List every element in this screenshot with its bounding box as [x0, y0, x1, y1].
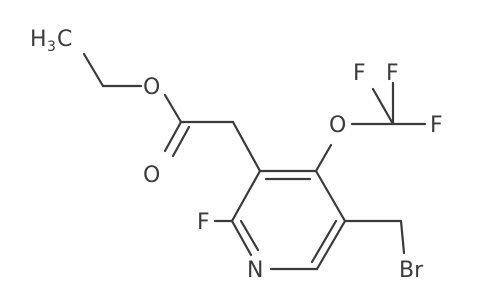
- bond-layer: [82, 52, 427, 271]
- bond-carbonyl-double-a: [163, 120, 183, 153]
- bond-ch2-br: [399, 219, 406, 255]
- atom-ring-fluorine: F: [197, 210, 210, 235]
- bond-carbonyl-double-b: [171, 125, 191, 158]
- atom-carbonyl-oxygen: O: [143, 163, 160, 188]
- bond-c4-c5: [314, 169, 347, 223]
- atom-methyl-subscript: 3: [47, 39, 56, 55]
- bond-c5-c6-inner: [310, 219, 338, 264]
- atom-bromine: Br: [399, 258, 424, 283]
- atom-ester-oxygen: O: [143, 75, 160, 100]
- bond-c4-o: [314, 143, 333, 173]
- atom-ring-nitrogen: N: [247, 258, 263, 283]
- bond-n-c2-inner: [239, 219, 260, 252]
- atom-fluorine-left: F: [353, 61, 366, 86]
- bond-c5-c6: [315, 219, 347, 271]
- atom-fluorine-top: F: [386, 61, 399, 86]
- label-layer: H 3 C O O O F F F F N Br: [30, 27, 443, 283]
- bond-ch3-ch2: [82, 52, 105, 88]
- bond-c2-c3: [230, 169, 262, 223]
- atom-methyl-h: H: [30, 27, 47, 52]
- atom-ether-oxygen: O: [329, 113, 346, 138]
- atom-fluorine-right: F: [430, 113, 443, 138]
- atom-methyl-c: C: [57, 27, 72, 52]
- bond-ch2-ring: [231, 120, 262, 173]
- bond-cf3-fleft: [371, 87, 395, 126]
- bond-n-c2: [230, 219, 253, 257]
- bond-o-carbonyl: [163, 93, 183, 124]
